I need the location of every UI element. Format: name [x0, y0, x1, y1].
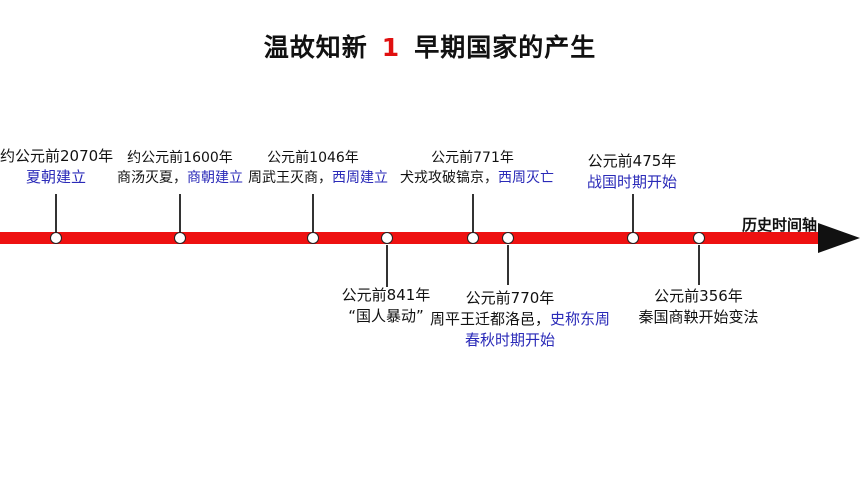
event-date: 公元前475年 [587, 152, 677, 170]
event-date: 约公元前2070年 [0, 147, 114, 165]
event-date: 公元前356年 [654, 287, 743, 305]
event-date: 约公元前1600年 [127, 150, 233, 166]
event-desc: 周武王灭商， [248, 169, 332, 186]
event-475bc: 公元前475年 战国时期开始 [572, 151, 692, 193]
event-771bc: 公元前771年 犬戎攻破镐京，西周灭亡 [400, 149, 554, 188]
timeline-dot-841bc [381, 232, 393, 244]
stem-841bc [386, 245, 388, 287]
title-prefix: 温故知新 [263, 33, 368, 62]
event-356bc: 公元前356年 秦国商鞅开始变法 [636, 286, 761, 328]
event-date: 公元前770年 [465, 289, 555, 307]
event-highlight-line3: 春秋时期开始 [464, 331, 555, 349]
stem-2070bc [55, 194, 57, 232]
stem-1600bc [179, 194, 181, 232]
timeline-dot-475bc [627, 232, 639, 244]
title-main: 早期国家的产生 [414, 33, 597, 62]
title-number: 1 [381, 33, 401, 62]
timeline-dot-1046bc [307, 232, 319, 244]
event-highlight: 战国时期开始 [586, 173, 677, 191]
stem-770bc [507, 245, 509, 285]
event-desc: 周平王迁都洛邑， [430, 310, 551, 328]
timeline-axis [0, 232, 830, 244]
event-date: 公元前841年 [341, 286, 431, 304]
event-highlight: 夏朝建立 [25, 168, 86, 186]
stem-356bc [698, 245, 700, 285]
event-841bc: 公元前841年 “国人暴动” [330, 285, 442, 327]
event-desc: 商汤灭夏， [117, 169, 187, 186]
stem-1046bc [312, 194, 314, 232]
timeline-axis-label: 历史时间轴 [742, 216, 818, 234]
event-highlight: 西周建立 [332, 169, 388, 186]
event-desc: “国人暴动” [348, 307, 424, 325]
timeline-dot-2070bc [50, 232, 62, 244]
timeline-dot-770bc [502, 232, 514, 244]
timeline-dot-356bc [693, 232, 705, 244]
timeline-dot-1600bc [174, 232, 186, 244]
event-1600bc: 约公元前1600年 商汤灭夏，商朝建立 [115, 149, 245, 188]
event-desc: 秦国商鞅开始变法 [638, 308, 759, 326]
page-title: 温故知新 1 早期国家的产生 [0, 28, 860, 64]
timeline-arrow-icon [818, 223, 860, 253]
event-desc: 犬戎攻破镐京， [400, 169, 498, 186]
event-highlight: 商朝建立 [187, 169, 243, 186]
event-2070bc: 约公元前2070年 夏朝建立 [0, 146, 114, 188]
event-highlight: 西周灭亡 [498, 169, 554, 186]
timeline-dot-771bc [467, 232, 479, 244]
event-770bc: 公元前770年 周平王迁都洛邑，史称东周 春秋时期开始 [430, 288, 610, 351]
event-date: 公元前771年 [431, 150, 514, 166]
event-highlight: 史称东周 [550, 310, 611, 328]
event-date: 公元前1046年 [267, 150, 359, 166]
stem-475bc [632, 194, 634, 232]
event-1046bc: 公元前1046年 周武王灭商，西周建立 [248, 149, 388, 188]
stem-771bc [472, 194, 474, 232]
